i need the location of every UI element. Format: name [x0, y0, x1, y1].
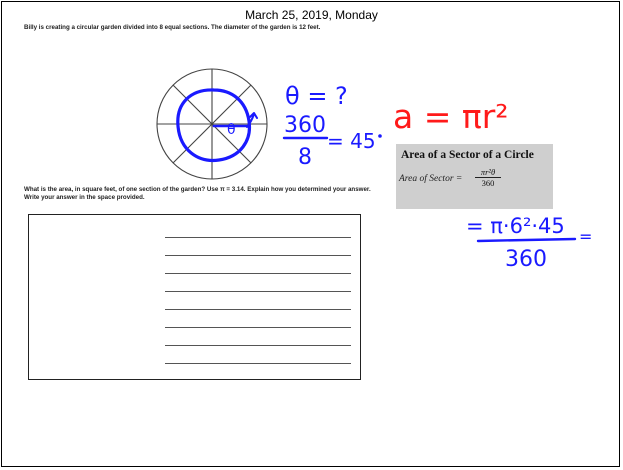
degree-dot: [378, 134, 382, 138]
drawn-circle-stroke: [176, 88, 252, 163]
substitution-fraction-bar: [476, 237, 577, 243]
substitution-numerator-text: = π·6²·45: [466, 214, 565, 238]
question-text: What is the area, in square feet, of one…: [24, 186, 371, 201]
drawn-angle-arrow: [246, 112, 258, 128]
answer-line: [165, 327, 351, 328]
answer-line: [165, 363, 351, 364]
angle-result-text: = 45: [327, 129, 376, 153]
answer-line: [165, 255, 351, 256]
answer-box[interactable]: [28, 214, 361, 380]
circle-area-formula-text: a = πr²: [393, 97, 509, 136]
theta-in-circle-text: θ: [227, 122, 236, 138]
answer-line: [165, 309, 351, 310]
sector-formula-fraction: πr²θ 360: [475, 168, 501, 188]
sector-formula-numerator: πr²θ: [475, 168, 501, 178]
answer-line: [165, 237, 351, 238]
angle-numerator-text: 360: [284, 113, 326, 138]
sector-formula-label: Area of Sector =: [399, 174, 463, 184]
page-title: March 25, 2019, Monday: [245, 8, 378, 22]
sector-formula-card: Area of a Sector of a Circle Area of Sec…: [396, 144, 553, 209]
answer-line: [165, 291, 351, 292]
theta-question-text: θ = ?: [285, 82, 348, 110]
trailing-equals-text: =: [579, 227, 592, 246]
sector-card-title: Area of a Sector of a Circle: [401, 149, 534, 161]
problem-statement: Billy is creating a circular garden divi…: [24, 24, 321, 31]
angle-denominator-text: 8: [298, 145, 312, 170]
sector-formula-denominator: 360: [481, 178, 495, 188]
answer-line: [165, 345, 351, 346]
substitution-denominator-text: 360: [505, 247, 547, 272]
answer-line: [165, 273, 351, 274]
